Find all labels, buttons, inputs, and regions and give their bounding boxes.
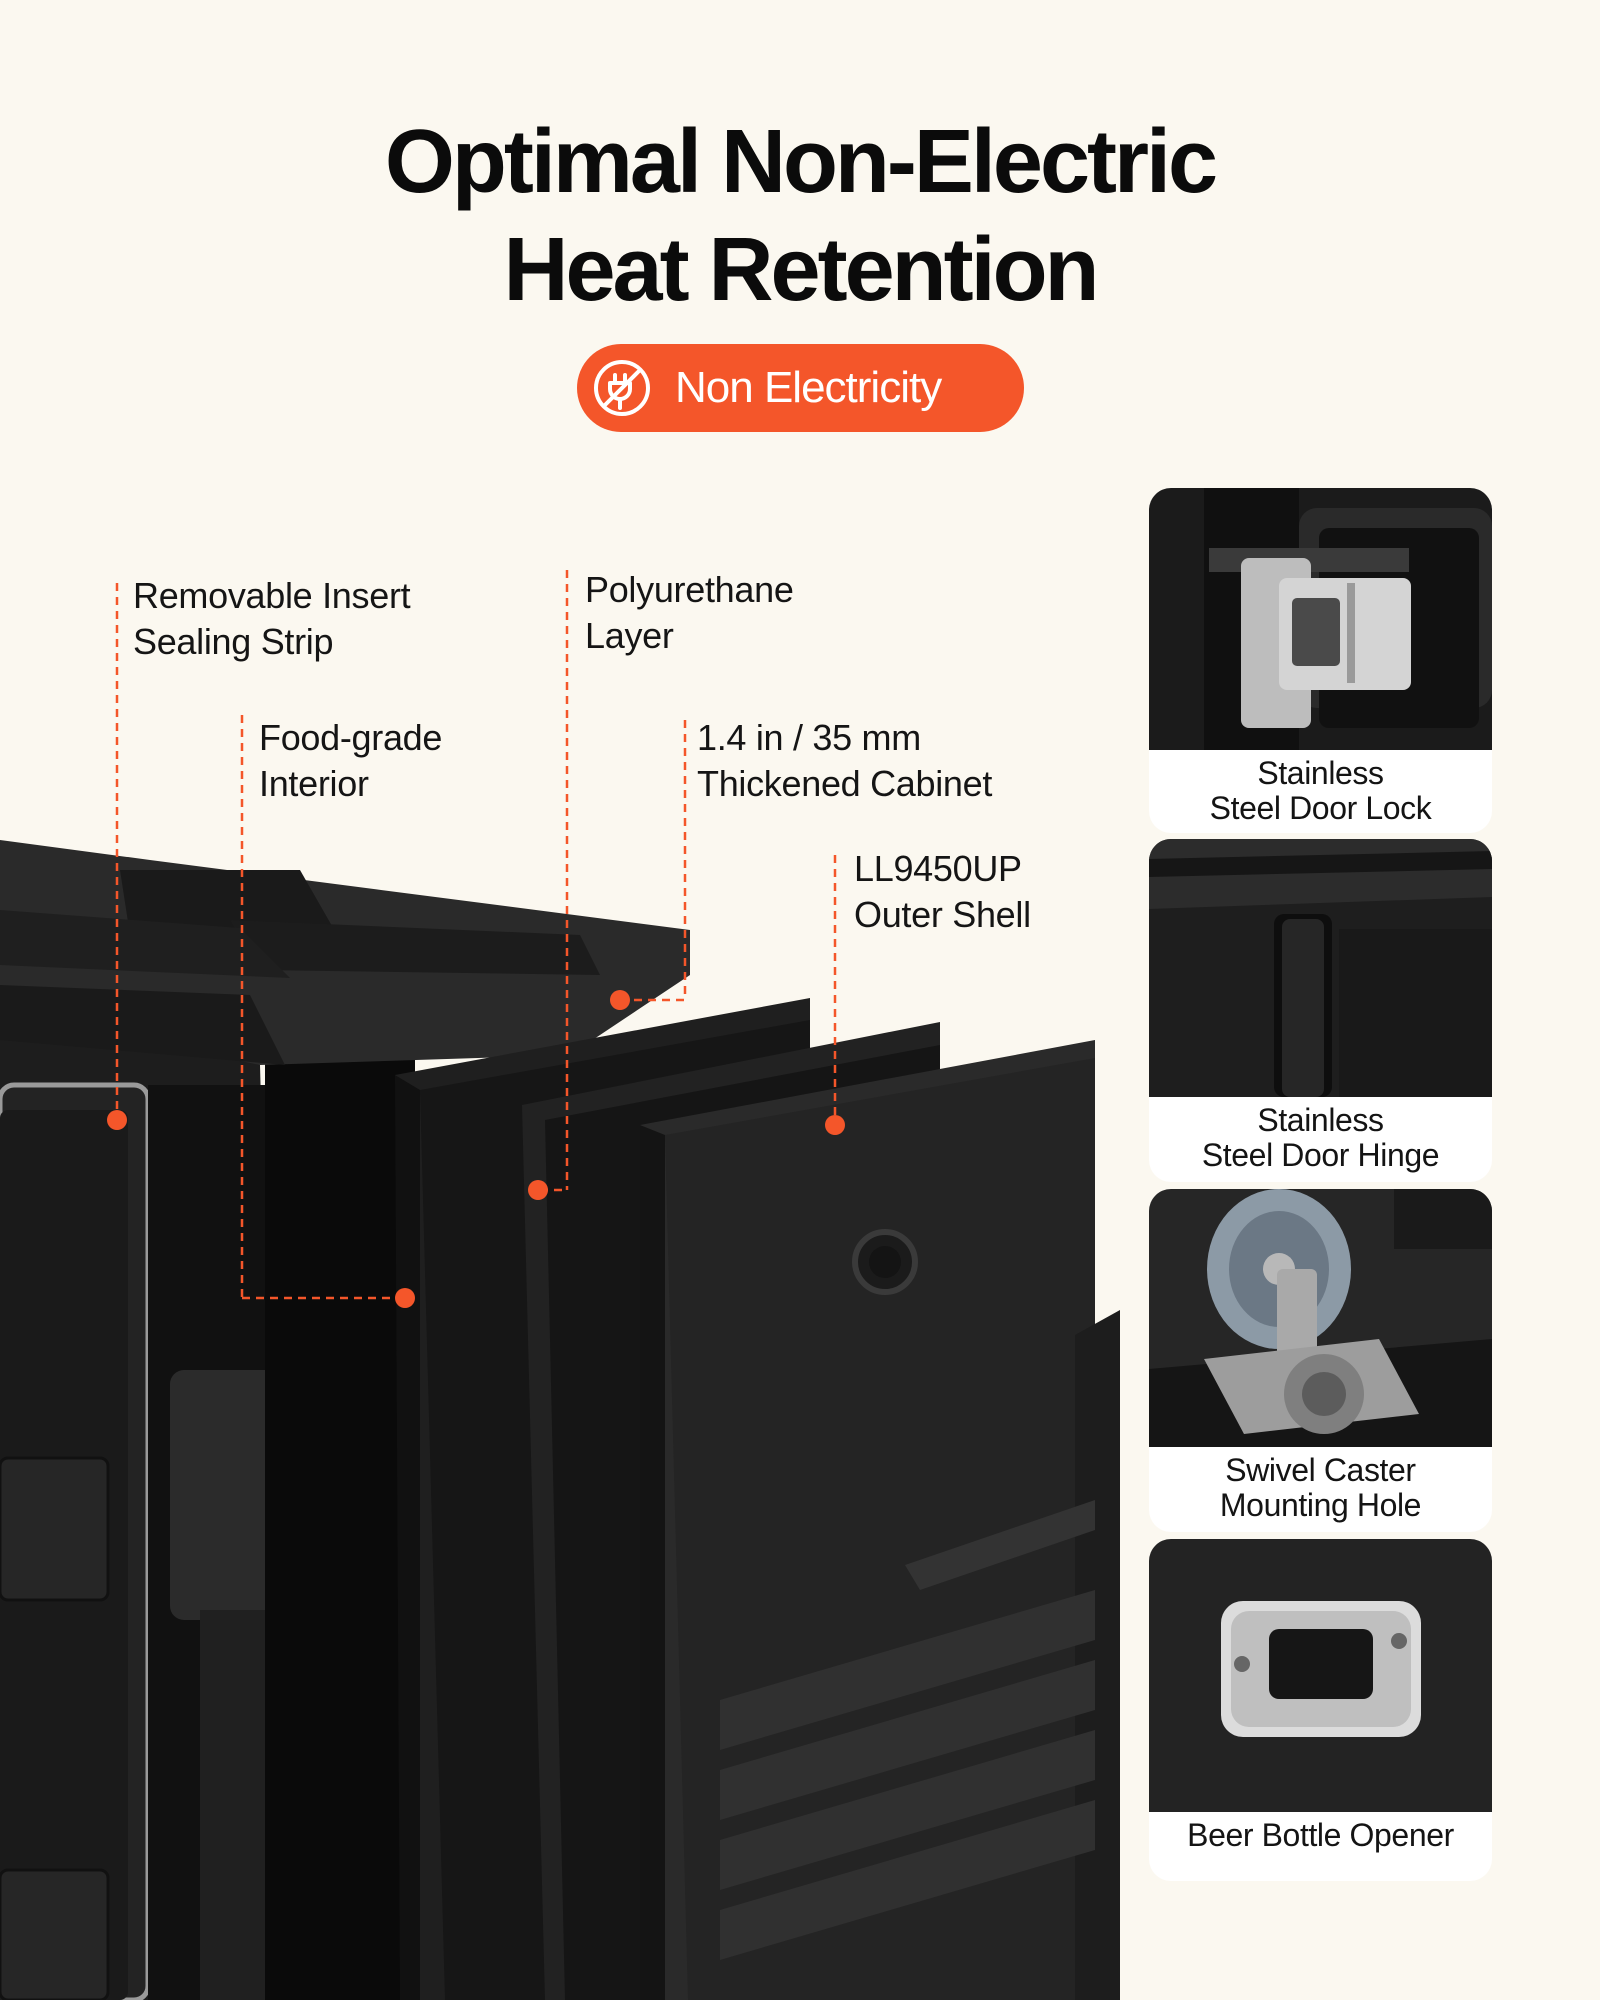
- feature-card-door-hinge: Stainless Steel Door Hinge: [1149, 839, 1492, 1182]
- callout-thickened-cabinet: 1.4 in / 35 mm Thickened Cabinet: [697, 717, 993, 804]
- callout-polyurethane-layer: Polyurethane Layer: [585, 569, 794, 656]
- feature-caption-door-lock: Stainless Steel Door Lock: [1209, 755, 1432, 826]
- non-electricity-badge: Non Electricity: [577, 344, 1024, 432]
- page-title-line-1: Optimal Non-Electric: [384, 112, 1218, 212]
- callout-food-grade-interior: Food-grade Interior: [259, 717, 443, 804]
- feature-caption-caster-mounting: Swivel Caster Mounting Hole: [1219, 1452, 1422, 1523]
- feature-caption-door-hinge: Stainless Steel Door Hinge: [1201, 1102, 1440, 1173]
- feature-card-caster-mounting: Swivel Caster Mounting Hole: [1149, 1189, 1492, 1532]
- callout-outer-shell: LL9450UP Outer Shell: [854, 848, 1031, 935]
- caster-wheel-icon: [1149, 1189, 1492, 1447]
- door-hinge-icon: [1149, 839, 1492, 1097]
- cabinet-lid: [0, 840, 690, 1065]
- feature-card-door-lock: Stainless Steel Door Lock: [1149, 488, 1492, 833]
- door-lock-icon: [1149, 488, 1492, 750]
- page-title-line-2: Heat Retention: [503, 220, 1099, 320]
- feature-caption-bottle-opener: Beer Bottle Opener: [1187, 1817, 1454, 1853]
- outer-door-shell: [640, 1040, 1120, 2000]
- cabinet-body: [0, 1010, 415, 2000]
- bottle-opener-icon: [1149, 1539, 1492, 1812]
- callout-sealing-strip: Removable Insert Sealing Strip: [133, 575, 411, 662]
- page-title: Optimal Non-Electric Heat Retention: [0, 108, 1600, 324]
- badge-label: Non Electricity: [675, 363, 942, 412]
- no-plug-icon: [594, 360, 650, 416]
- feature-card-bottle-opener: Beer Bottle Opener: [1149, 1539, 1492, 1881]
